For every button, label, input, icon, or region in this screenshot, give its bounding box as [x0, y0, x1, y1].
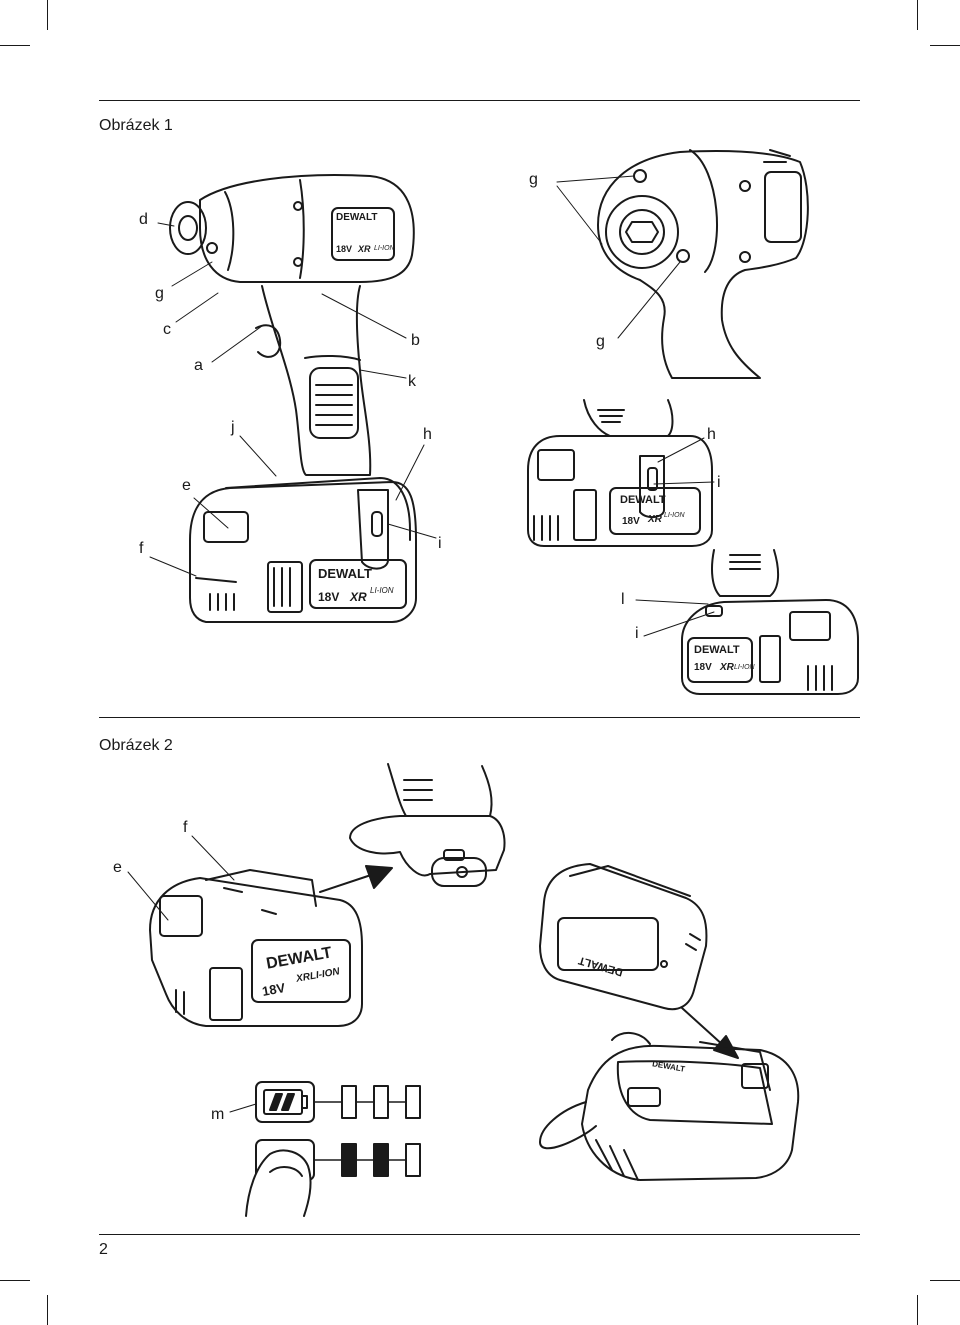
label-f-fig2: f: [183, 819, 188, 836]
drill-side-view: [169, 174, 417, 623]
crop-mark: [0, 1280, 30, 1281]
brand-chem-led: LI-ION: [734, 664, 755, 671]
figure-2-heading: Obrázek 2: [99, 737, 173, 754]
callout-lines-belt-hook: [653, 437, 715, 485]
brand-voltage: 18V: [336, 244, 353, 254]
crop-mark: [47, 0, 48, 30]
figure-1-heading: Obrázek 1: [99, 117, 173, 134]
battery-flipped: [539, 863, 708, 1011]
brand-series-battery: XR: [350, 590, 367, 604]
crop-mark: [0, 45, 30, 46]
battery-led-detail: [681, 549, 859, 695]
brand-voltage-hook: 18V: [622, 516, 640, 527]
crop-mark: [917, 1295, 918, 1325]
callout-lines-figure-1-left: [149, 222, 437, 577]
brand-logo: DEWALT: [336, 212, 378, 223]
label-b: b: [411, 332, 420, 349]
label-g-front-bottom: g: [596, 333, 605, 350]
label-e-fig2: e: [113, 859, 122, 876]
section-rule: [99, 717, 860, 718]
label-i-led: i: [635, 625, 639, 642]
page-number: 2: [99, 1241, 108, 1258]
brand-logo-hook: DEWALT: [620, 494, 666, 506]
label-k: k: [408, 373, 416, 390]
label-g-front-top: g: [529, 171, 538, 188]
callout-lines-figure-2: [127, 835, 257, 1113]
callout-lines-figure-1-front: [556, 175, 681, 339]
crop-mark: [930, 1280, 960, 1281]
label-d: d: [139, 211, 148, 228]
brand-logo-led: DEWALT: [694, 644, 740, 656]
label-i-hook: i: [717, 474, 721, 491]
belt-hook-detail: [527, 399, 713, 547]
fuel-gauge-top: [255, 1081, 421, 1123]
charger-arrow: [681, 1007, 739, 1059]
drill-front-view: [597, 149, 809, 379]
top-rule: [99, 100, 860, 101]
label-f: f: [139, 540, 144, 557]
crop-mark: [917, 0, 918, 30]
label-l: l: [621, 591, 625, 608]
label-c: c: [163, 321, 171, 338]
brand-series-hook: XR: [648, 514, 662, 525]
fuel-gauge-bottom: [245, 1139, 421, 1217]
label-m: m: [211, 1106, 225, 1123]
brand-voltage-battery: 18V: [318, 590, 340, 604]
label-a: a: [194, 357, 203, 374]
brand-logo-battery: DEWALT: [318, 566, 372, 581]
callout-lines-led-detail: [635, 599, 715, 637]
brand-series: XR: [358, 244, 371, 254]
label-h: h: [423, 426, 432, 443]
label-h-hook: h: [707, 426, 716, 443]
label-i: i: [438, 535, 442, 552]
brand-chem-battery: LI-ION: [370, 586, 394, 595]
label-e: e: [182, 477, 191, 494]
crop-mark: [930, 45, 960, 46]
bottom-rule: [99, 1234, 860, 1235]
charger: [539, 1032, 800, 1181]
tool-foot: [349, 763, 506, 887]
brand-series-led: XR: [720, 662, 734, 673]
crop-mark: [47, 1295, 48, 1325]
label-g: g: [155, 285, 164, 302]
brand-chem-hook: LI-ION: [664, 512, 685, 519]
battery-large: [149, 869, 363, 1027]
brand-voltage-led: 18V: [694, 662, 712, 673]
brand-chem: LI-ION: [374, 245, 395, 252]
label-j: j: [231, 419, 235, 436]
insert-arrow: [319, 865, 393, 893]
